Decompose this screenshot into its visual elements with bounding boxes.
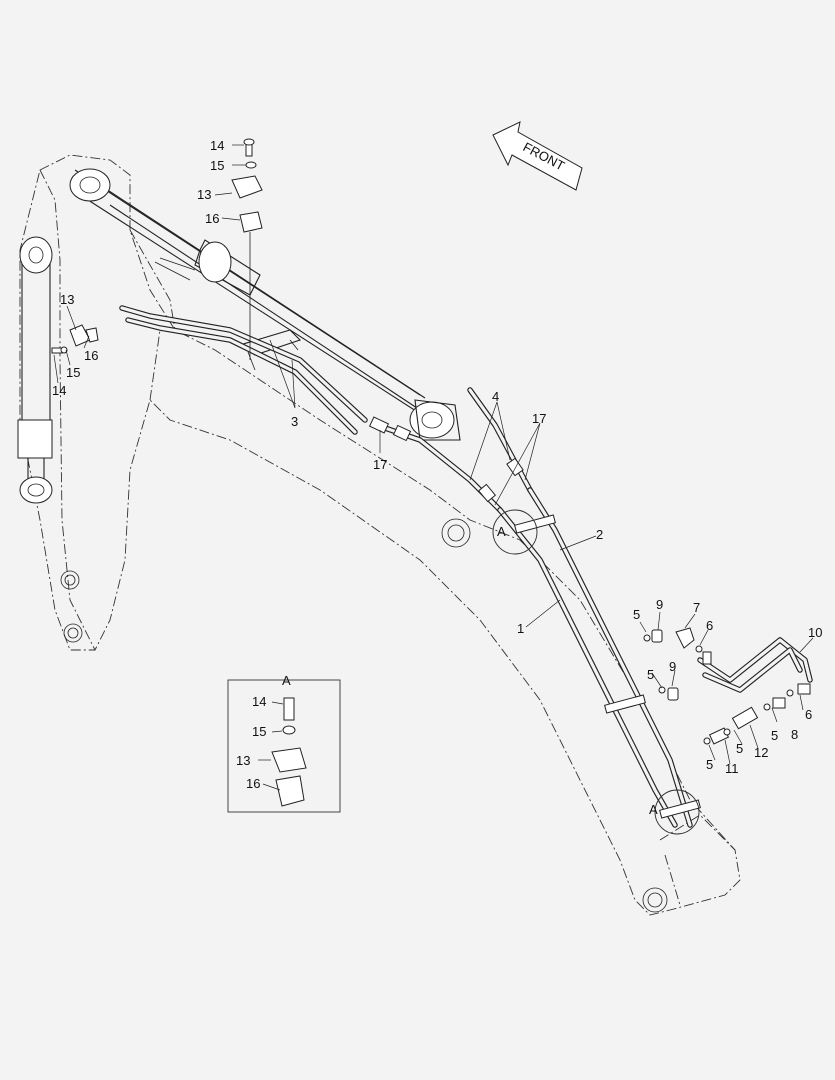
callout-15-box: 15 [252,724,266,739]
callout-labels: 14 15 13 16 13 16 15 14 3 4 17 17 A 2 1 … [52,138,822,817]
arm-cylinder [69,168,461,441]
callout-12: 12 [754,745,768,760]
callout-16-left: 16 [84,348,98,363]
callout-5-b: 5 [647,667,654,682]
callout-14-top: 14 [210,138,224,153]
boom-cylinder [17,236,53,504]
clamp-hardware-top [231,138,263,360]
callout-4: 4 [492,389,499,404]
callout-5-e: 5 [706,757,713,772]
callout-17-right: 17 [532,411,546,426]
callout-11: 11 [725,761,739,776]
callout-9-a: 9 [656,597,663,612]
callout-15-top: 15 [210,158,224,173]
callout-3: 3 [291,414,298,429]
callout-9-b: 9 [669,659,676,674]
callout-5-d: 5 [736,741,743,756]
hydraulic-lines [119,305,813,828]
callout-7: 7 [693,600,700,615]
callout-16-top: 16 [205,211,219,226]
clamp-hardware-left [51,324,99,354]
front-arrow: FRONT [492,121,583,191]
callout-8: 8 [791,727,798,742]
fittings-cluster [643,627,811,745]
detail-title: A [282,673,291,688]
callout-13-left: 13 [60,292,74,307]
callout-2: 2 [596,527,603,542]
callout-A-upper: A [497,524,506,539]
callout-14-box: 14 [252,694,266,709]
callout-5-c: 5 [771,728,778,743]
callout-A-lower: A [649,802,658,817]
detail-inset: A [227,673,341,813]
callout-10: 10 [808,625,822,640]
callout-14-left: 14 [52,383,66,398]
callout-5-a: 5 [633,607,640,622]
callout-13-top: 13 [197,187,211,202]
callout-1: 1 [517,621,524,636]
callout-16-box: 16 [246,776,260,791]
leader-lines [53,144,814,835]
callout-13-box: 13 [236,753,250,768]
callout-17-mid: 17 [373,457,387,472]
callout-15-left: 15 [66,365,80,380]
callout-6-b: 6 [805,707,812,722]
callout-6-a: 6 [706,618,713,633]
boom-outline [19,154,741,916]
